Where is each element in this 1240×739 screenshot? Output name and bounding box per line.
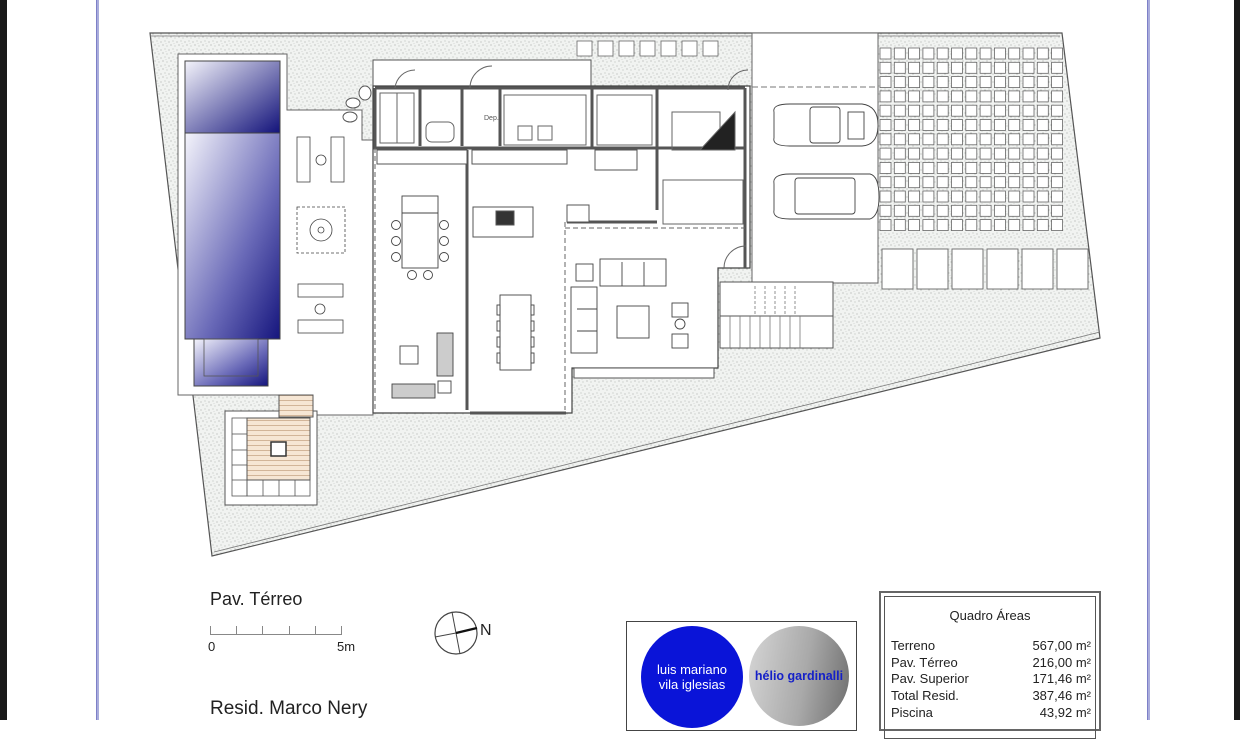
areas-title: Quadro Áreas — [949, 608, 1031, 623]
sun-loungers — [296, 136, 345, 334]
frame-line-right — [1147, 0, 1150, 720]
area-label: Pav. Superior — [891, 671, 969, 686]
area-value: 171,46 m² — [1032, 671, 1091, 686]
plan-title: Pav. Térreo — [210, 589, 303, 609]
scale-tick — [341, 626, 342, 635]
area-label: Pav. Térreo — [891, 655, 958, 670]
paver-grid — [879, 47, 1063, 232]
page-edge-left — [0, 0, 7, 720]
scale-bar: 0 5m — [208, 620, 360, 654]
top-pavers — [576, 40, 719, 57]
area-value: 567,00 m² — [1032, 638, 1091, 653]
frame-line-left — [96, 0, 99, 720]
scale-tick — [210, 626, 211, 635]
area-value: 216,00 m² — [1032, 655, 1091, 670]
staircase — [719, 281, 834, 349]
logo-name: hélio gardinalli — [754, 669, 844, 683]
page-edge-right — [1234, 0, 1240, 720]
area-row: Piscina 43,92 m² — [891, 705, 1091, 721]
compass-icon — [434, 611, 478, 655]
area-label: Total Resid. — [891, 688, 959, 703]
car-suv — [773, 173, 880, 220]
area-row: Pav. Térreo 216,00 m² — [891, 655, 1091, 671]
floor-plan: Dep. — [149, 32, 1101, 557]
house: Dep. — [372, 59, 751, 415]
north-arrow: N — [432, 610, 502, 656]
area-row: Terreno 567,00 m² — [891, 638, 1091, 654]
area-label: Piscina — [891, 705, 933, 720]
architects-logos: luis mariano vila iglesias hélio gardina… — [626, 621, 857, 731]
car-coupe — [773, 103, 879, 147]
stepping-stones — [342, 85, 372, 123]
wooden-deck — [224, 394, 318, 506]
room-label-storage: Dep. — [484, 115, 499, 122]
garage — [751, 32, 880, 284]
logo-helio-gardinalli: hélio gardinalli — [749, 626, 849, 726]
scale-tick — [262, 626, 263, 635]
scale-start-label: 0 — [208, 639, 216, 654]
logo-luis-mariano: luis mariano vila iglesias — [641, 626, 743, 728]
scale-end-label: 5m — [337, 639, 356, 654]
area-row: Pav. Superior 171,46 m² — [891, 671, 1091, 687]
areas-table: Quadro Áreas Terreno 567,00 m² Pav. Térre… — [879, 591, 1101, 739]
swimming-pool — [184, 60, 281, 387]
scale-tick — [315, 626, 316, 635]
outdoor-table — [296, 206, 346, 254]
project-title: Resid. Marco Nery — [210, 698, 368, 719]
logo-line-1: luis mariano — [656, 662, 728, 677]
area-row: Total Resid. 387,46 m² — [891, 688, 1091, 704]
scale-line — [210, 634, 342, 635]
north-label: N — [480, 622, 492, 639]
area-value: 387,46 m² — [1032, 688, 1091, 703]
scale-tick — [289, 626, 290, 635]
large-pavers — [881, 248, 1089, 290]
scale-tick — [236, 626, 237, 635]
area-label: Terreno — [891, 638, 936, 653]
logo-line-2: vila iglesias — [658, 677, 726, 692]
area-value: 43,92 m² — [1039, 705, 1091, 720]
